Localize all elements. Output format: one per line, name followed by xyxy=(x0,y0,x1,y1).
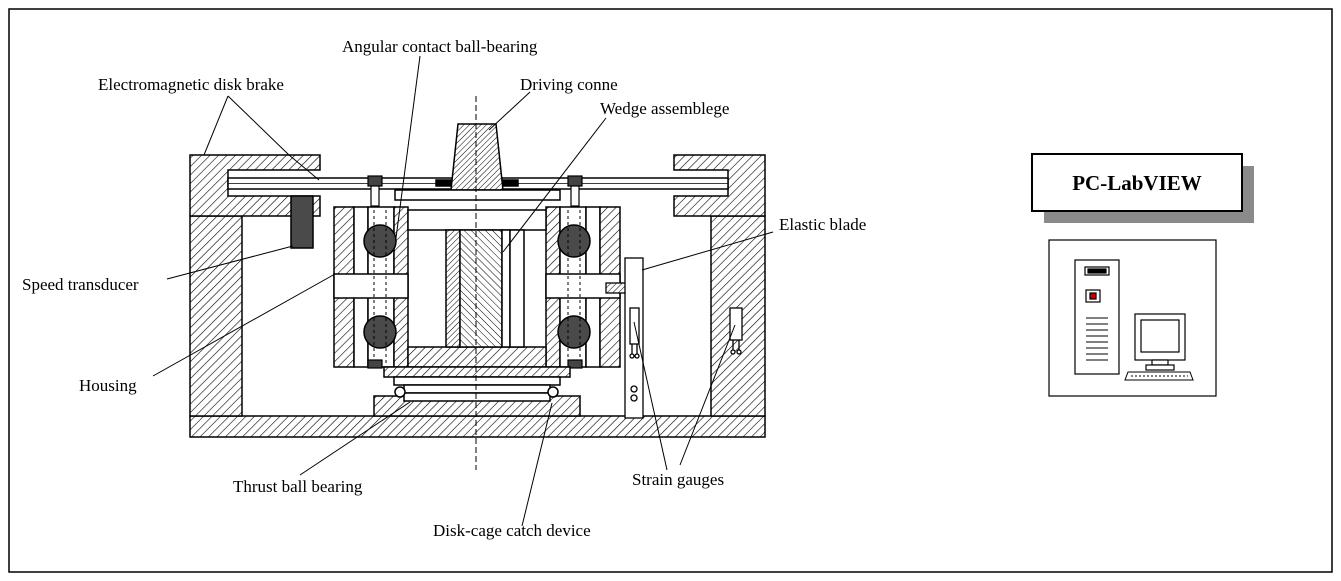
title-box xyxy=(1031,153,1243,212)
angular-contact-balls xyxy=(363,224,591,349)
thrust-bearing xyxy=(383,366,571,402)
bearing-dashes xyxy=(373,210,581,367)
speed-transducer-sensor xyxy=(290,195,314,249)
label-elastic-blade: Elastic blade xyxy=(779,215,866,234)
label-strain-gauges: Strain gauges xyxy=(632,470,724,489)
label-electromagnetic-brake: Electromagnetic disk brake xyxy=(98,75,284,94)
label-wedge-assemblege: Wedge assemblege xyxy=(600,99,729,118)
pc-labview-panel: PC-LabVIEW xyxy=(1031,153,1254,397)
base-plate xyxy=(189,415,766,438)
diagram-labels: Angular contact ball-bearing Driving con… xyxy=(22,37,866,540)
ball xyxy=(363,224,397,258)
tower-computer-icon xyxy=(1074,259,1120,375)
strain-gauge-2 xyxy=(729,307,743,341)
ball xyxy=(363,315,397,349)
bearing-clamps xyxy=(367,175,583,369)
label-disk-cage-catch: Disk-cage catch device xyxy=(433,521,591,540)
wedge-assembly xyxy=(445,229,525,348)
left-brake-housing xyxy=(189,154,321,217)
leader-lines xyxy=(152,55,774,527)
figure-border xyxy=(8,8,1333,573)
monitor-icon xyxy=(1134,313,1186,371)
label-angular-contact: Angular contact ball-bearing xyxy=(342,37,538,56)
pc-labview-title: PC-LabVIEW xyxy=(1072,171,1202,195)
label-thrust-ball-bearing: Thrust ball bearing xyxy=(233,477,363,496)
keyboard-icon xyxy=(1124,371,1194,381)
ball xyxy=(557,224,591,258)
driving-cone xyxy=(394,123,561,201)
left-wall xyxy=(189,215,243,417)
right-brake-housing xyxy=(673,154,766,217)
ball xyxy=(557,315,591,349)
label-housing: Housing xyxy=(79,376,137,395)
label-speed-transducer: Speed transducer xyxy=(22,275,139,294)
label-driving-conne: Driving conne xyxy=(520,75,618,94)
